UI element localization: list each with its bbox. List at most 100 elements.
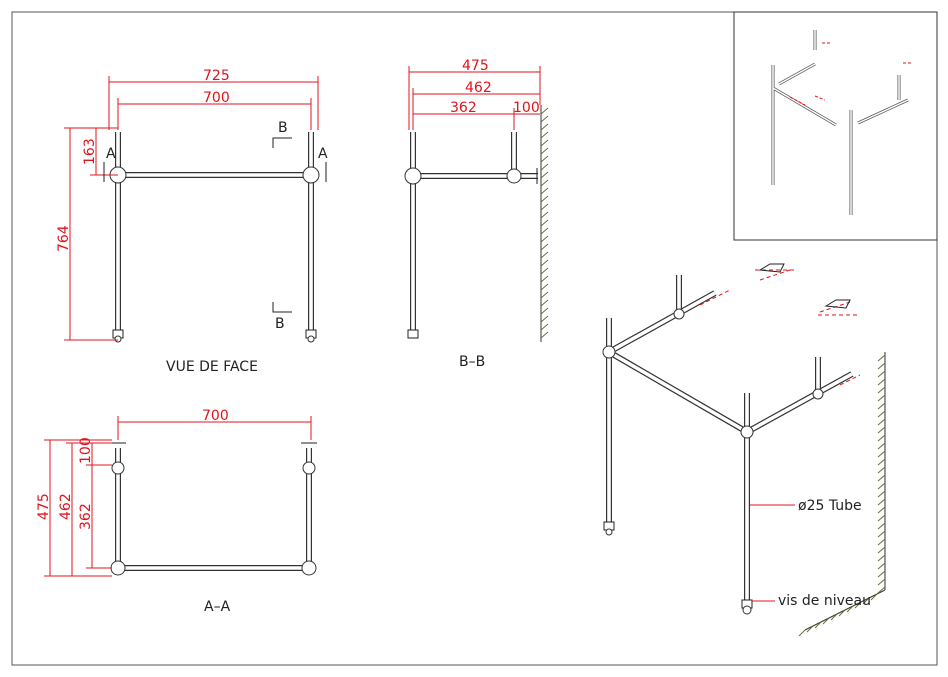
hatch-line	[540, 219, 549, 227]
hatch-line	[540, 227, 549, 235]
tube-label: ø25 Tube	[798, 498, 862, 514]
hatch-line	[540, 331, 549, 339]
hatch-line	[540, 299, 549, 307]
hatch-line	[877, 514, 886, 522]
hatch-line	[540, 171, 549, 179]
hatch-line	[877, 546, 886, 554]
hatch-line	[877, 586, 886, 594]
hatch-line	[540, 123, 549, 131]
hatch-line	[877, 538, 886, 546]
section-a-view: 700 475 462 362 100 A–A	[36, 408, 317, 615]
dim-total-height: 764	[56, 225, 72, 252]
dim-100: 100	[513, 100, 540, 116]
hatch-line	[877, 458, 886, 466]
hatch-line	[877, 466, 886, 474]
hatch-line	[877, 442, 886, 450]
front-view-title: VUE DE FACE	[166, 359, 258, 375]
hatch-line	[822, 617, 830, 625]
dim-475: 475	[462, 58, 489, 74]
hatch-line	[798, 629, 806, 637]
hatch-line	[877, 562, 886, 570]
inset-frame	[733, 11, 938, 241]
hatch-line	[877, 410, 886, 418]
hatch-line	[877, 370, 886, 378]
drawing-border	[11, 11, 938, 666]
isometric-view: ø25 Tube vis de niveau	[602, 263, 886, 637]
hatch-line	[540, 251, 549, 259]
hatch-line	[540, 291, 549, 299]
hatch-line	[814, 621, 822, 629]
wall-hatch	[540, 107, 549, 339]
hatch-line	[830, 613, 838, 621]
hatch-line	[877, 530, 886, 538]
hatch-line	[540, 107, 549, 115]
hatch-line	[540, 131, 549, 139]
hatch-line	[877, 362, 886, 370]
hatch-line	[877, 570, 886, 578]
dim-overall-width: 725	[203, 68, 230, 84]
hatch-line	[877, 474, 886, 482]
hatch-line	[877, 490, 886, 498]
section-marker-a-right: A	[318, 146, 328, 162]
hatch-line	[540, 323, 549, 331]
dim-362: 362	[78, 503, 94, 530]
dim-700: 700	[202, 408, 229, 424]
hatch-line	[540, 187, 549, 195]
hatch-line	[806, 625, 814, 633]
hatch-line	[877, 498, 886, 506]
front-frame-tubes	[109, 132, 320, 343]
hatch-line	[877, 506, 886, 514]
hatch-line	[540, 235, 549, 243]
hatch-line	[540, 115, 549, 123]
hatch-line	[540, 203, 549, 211]
section-marker-b-bottom: B	[275, 316, 285, 332]
section-b-title: B–B	[459, 354, 485, 370]
dim-462: 462	[465, 80, 492, 96]
hatch-line	[540, 315, 549, 323]
section-marker-b-top: B	[278, 120, 288, 136]
hatch-line	[540, 147, 549, 155]
hatch-line	[877, 418, 886, 426]
inset-isometric-view	[771, 30, 913, 215]
hatch-line	[870, 593, 878, 601]
dim-362: 362	[450, 100, 477, 116]
front-view: 725 700 163 764 A A B B VUE DE FACE	[56, 68, 328, 375]
hatch-line	[540, 307, 549, 315]
hatch-line	[540, 275, 549, 283]
hatch-line	[540, 163, 549, 171]
leveling-foot-label: vis de niveau	[778, 593, 871, 609]
hatch-line	[540, 195, 549, 203]
hatch-line	[846, 605, 854, 613]
hatch-line	[877, 378, 886, 386]
hatch-line	[877, 522, 886, 530]
hatch-line	[540, 179, 549, 187]
hatch-line	[877, 426, 886, 434]
iso-wall-hatch	[798, 354, 886, 637]
hatch-line	[877, 482, 886, 490]
hatch-line	[838, 609, 846, 617]
section-a-title: A–A	[204, 599, 231, 615]
hatch-line	[862, 597, 870, 605]
hatch-line	[540, 259, 549, 267]
section-marker-a-left: A	[106, 146, 116, 162]
hatch-line	[540, 155, 549, 163]
dim-inner-width: 700	[203, 90, 230, 106]
hatch-line	[877, 578, 886, 586]
section-b-view: 475 462 362 100 B–B	[404, 58, 549, 370]
hatch-line	[877, 434, 886, 442]
hatch-line	[877, 402, 886, 410]
hatch-line	[877, 354, 886, 362]
dim-100: 100	[78, 437, 94, 464]
hatch-line	[854, 601, 862, 609]
hatch-line	[877, 394, 886, 402]
hatch-line	[540, 211, 549, 219]
dim-bar-height: 163	[82, 138, 98, 165]
hatch-line	[877, 386, 886, 394]
hatch-line	[540, 283, 549, 291]
hatch-line	[877, 450, 886, 458]
hatch-line	[877, 554, 886, 562]
dim-462: 462	[58, 493, 74, 520]
hatch-line	[540, 243, 549, 251]
hatch-line	[540, 139, 549, 147]
